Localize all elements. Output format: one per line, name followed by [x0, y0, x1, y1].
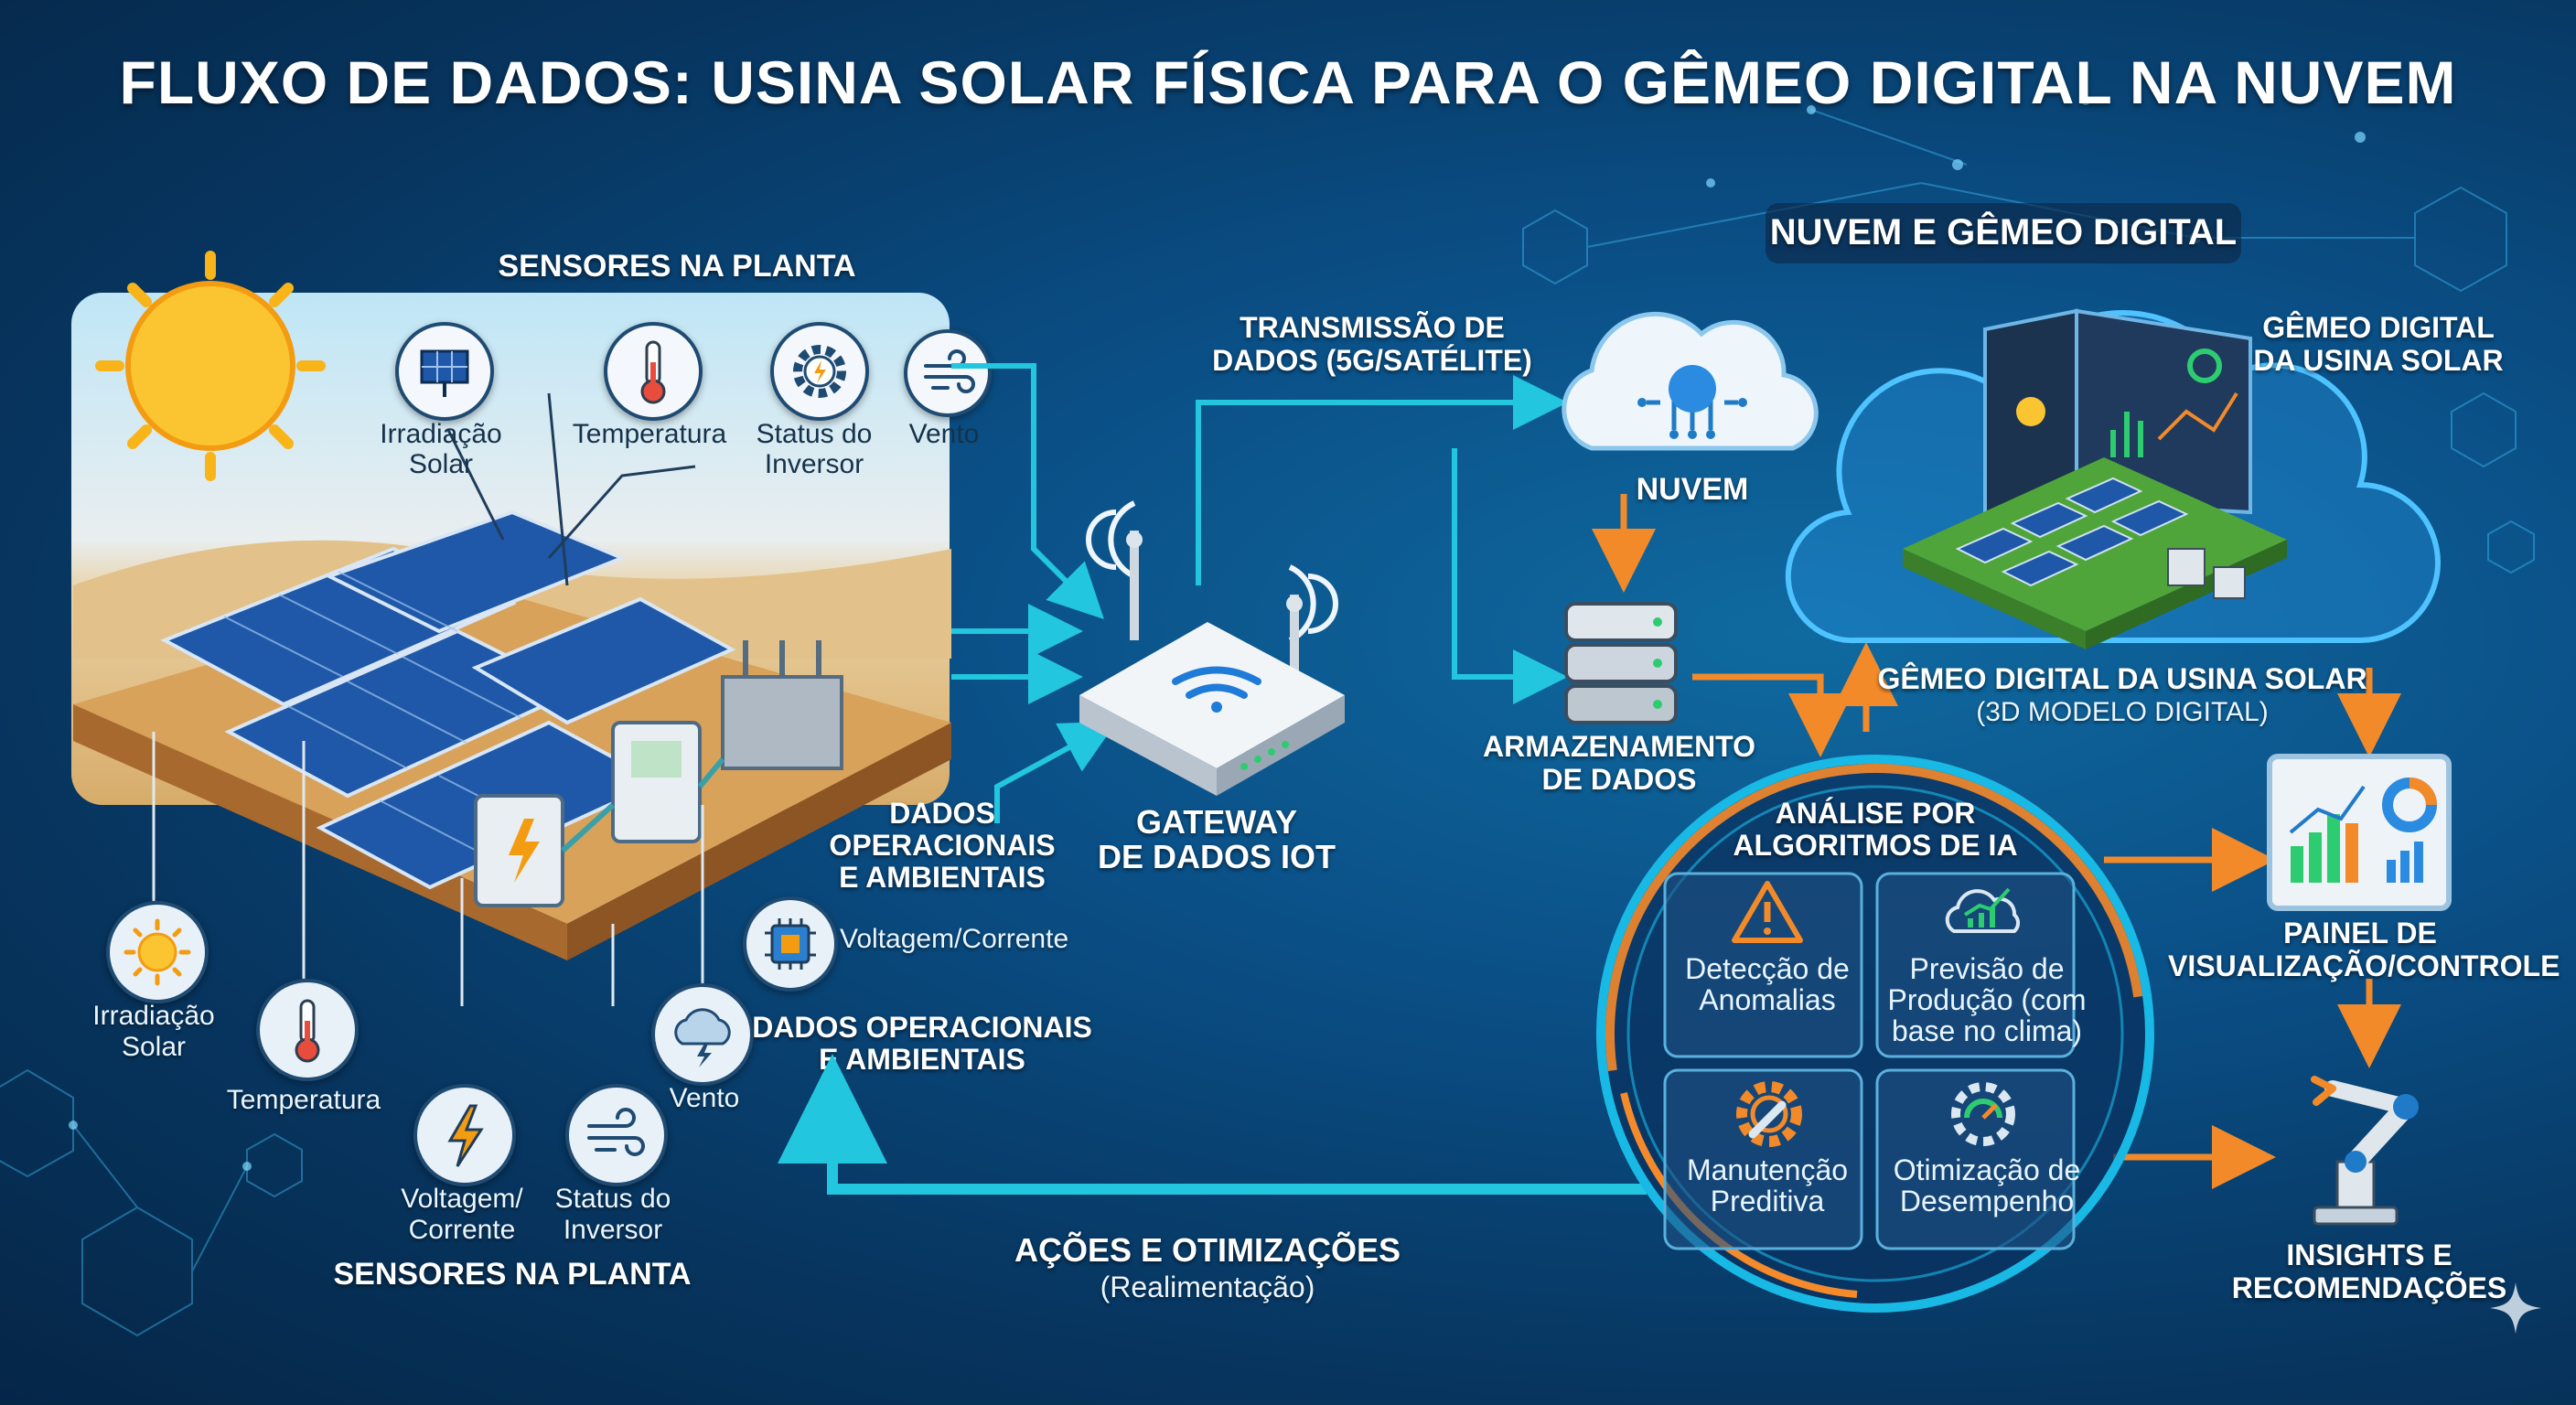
ai-heading-line1: ANÁLISE POR: [1775, 797, 1976, 830]
ai-q2-label: Previsão de Produção (com base no clima): [1877, 953, 2097, 1046]
irradiance-label-line1: Irradiação: [380, 419, 502, 449]
twin-side-line1: GÊMEO DIGITAL: [2262, 311, 2495, 344]
gateway-line2: DE DADOS IOT: [1097, 838, 1336, 875]
transmission-line2: DADOS (5G/SATÉLITE): [1212, 344, 1532, 377]
sparkle-icon: [2490, 1282, 2541, 1334]
insights-line2: RECOMENDAÇÕES: [2231, 1271, 2507, 1304]
gauge-icon: [1951, 1082, 2015, 1146]
nuvem-label: NUVEM: [1636, 472, 1749, 507]
robot-arm-icon: [2311, 1076, 2419, 1226]
chip-icon: [743, 896, 838, 992]
voltage-bottom-line2: Corrente: [408, 1215, 516, 1245]
twin-side-line2: DA USINA SOLAR: [2253, 344, 2504, 377]
ai-q2-line2: Produção (com: [1887, 983, 2087, 1016]
ai-q2-line3: base no clima): [1891, 1014, 2083, 1047]
thermometer-icon: [604, 322, 703, 421]
inverter-label-line1: Status do: [756, 419, 873, 449]
inverter-bottom-line1: Status do: [554, 1184, 671, 1214]
ai-q1-line2: Anomalias: [1699, 983, 1836, 1016]
feedback-title: AÇÕES E OTIMIZAÇÕES: [1014, 1231, 1401, 1269]
page-title: FLUXO DE DADOS: USINA SOLAR FÍSICA PARA …: [119, 48, 2457, 116]
operational-1-line1: DADOS: [889, 797, 995, 830]
irradiance-label-line2: Solar: [408, 449, 474, 479]
feedback-sub: (Realimentação): [1100, 1271, 1315, 1303]
irradiance-bottom-line1: Irradiação: [92, 1001, 215, 1031]
wind-label: Vento: [908, 419, 980, 449]
ai-q1-label: Detecção de Anomalias: [1667, 953, 1868, 1015]
inverter-bottom-line2: Inversor: [563, 1215, 663, 1245]
sensors-bottom-heading: SENSORES NA PLANTA: [333, 1257, 692, 1292]
irradiance-bottom-label: Irradiação Solar: [71, 1001, 236, 1063]
ai-q2-line1: Previsão de: [1909, 952, 2065, 985]
inverter-label-line2: Inversor: [764, 449, 864, 479]
storage-line1: ARMAZENAMENTO: [1482, 730, 1756, 763]
sun-icon: [95, 251, 326, 481]
warning-icon: [1732, 881, 1803, 943]
thermometer-bottom-icon: [256, 979, 359, 1081]
ai-q3-line2: Preditiva: [1710, 1185, 1825, 1217]
temperature-label: Temperatura: [572, 419, 727, 449]
operational-data-label-1: DADOS OPERACIONAIS E AMBIENTAIS: [805, 798, 1079, 894]
digital-twin-cloud: [1785, 308, 2441, 649]
operational-2-line1: DADOS OPERACIONAIS: [752, 1011, 1092, 1044]
cloud-heading: NUVEM E GÊMEO DIGITAL: [1769, 212, 2238, 252]
wind-bottom-icon: [565, 1084, 668, 1186]
twin-sub: (3D MODELO DIGITAL): [1976, 697, 2269, 727]
dashboard-label: PAINEL DE VISUALIZAÇÃO/CONTROLE: [2168, 917, 2560, 982]
storm-cloud-icon: [651, 983, 754, 1086]
irradiance-label: Irradiação Solar: [359, 419, 523, 479]
router-icon: [1079, 500, 1345, 796]
dashboard-line2: VISUALIZAÇÃO/CONTROLE: [2168, 949, 2560, 982]
gateway-label: GATEWAY DE DADOS IOT: [1070, 805, 1363, 874]
insights-line1: INSIGHTS E: [2286, 1239, 2453, 1271]
temperature-bottom-label: Temperatura: [226, 1085, 381, 1115]
cloud-heading-box: [1766, 203, 2241, 263]
voltage-chip-label: Voltagem/Corrente: [840, 924, 1069, 954]
lightning-icon: [413, 1084, 516, 1186]
inverter-bottom-label: Status do Inversor: [531, 1184, 695, 1246]
ai-q3-label: Manutenção Preditiva: [1667, 1154, 1868, 1217]
ai-q4-label: Otimização de Desempenho: [1877, 1154, 2097, 1217]
irradiance-sensor-icon: [395, 322, 494, 421]
wind-icon: [904, 329, 992, 417]
solar-plant-illustration: [73, 251, 951, 1006]
ai-analysis-ring: [1596, 755, 2154, 1313]
voltage-bottom-label: Voltagem/ Corrente: [375, 1184, 549, 1246]
operational-1-line2: OPERACIONAIS: [829, 829, 1056, 862]
storage-line2: DE DADOS: [1541, 763, 1697, 796]
database-icon: [1564, 602, 1678, 724]
sensors-top-heading: SENSORES NA PLANTA: [498, 249, 856, 284]
ai-q4-line2: Desempenho: [1899, 1185, 2075, 1217]
transmission-line1: TRANSMISSÃO DE: [1240, 311, 1505, 344]
inverter-status-icon: [770, 322, 869, 421]
gateway-line1: GATEWAY: [1135, 803, 1298, 841]
ai-q1-line1: Detecção de: [1685, 952, 1850, 985]
cloud-growth-chart-icon: [1945, 887, 2021, 933]
gear-wrench-icon: [1736, 1081, 1802, 1147]
storage-label: ARMAZENAMENTO DE DADOS: [1464, 730, 1775, 796]
insights-label: INSIGHTS E RECOMENDAÇÕES: [2186, 1239, 2552, 1304]
twin-side-label: GÊMEO DIGITAL DA USINA SOLAR: [2232, 311, 2525, 377]
twin-caption: GÊMEO DIGITAL DA USINA SOLAR: [1877, 662, 2367, 695]
operational-1-line3: E AMBIENTAIS: [839, 861, 1046, 894]
cloud-icon: [1562, 311, 1819, 451]
ai-heading: ANÁLISE POR ALGORITMOS DE IA: [1692, 798, 2058, 862]
irradiance-bottom-line2: Solar: [121, 1032, 187, 1062]
inverter-label: Status do Inversor: [732, 419, 896, 479]
dashboard-line1: PAINEL DE: [2283, 917, 2437, 949]
ai-heading-line2: ALGORITMOS DE IA: [1733, 829, 2018, 862]
wind-bottom-label: Vento: [669, 1083, 740, 1113]
ai-q3-line1: Manutenção: [1686, 1153, 1849, 1186]
dashboard-chart-icon: [2289, 778, 2437, 883]
dashboard-screen: [2267, 754, 2452, 911]
irradiance-sensor-bottom-icon: [106, 901, 209, 1003]
ai-q4-line1: Otimização de: [1893, 1153, 2081, 1186]
transmission-label: TRANSMISSÃO DE DADOS (5G/SATÉLITE): [1180, 311, 1564, 377]
voltage-bottom-line1: Voltagem/: [401, 1184, 523, 1214]
